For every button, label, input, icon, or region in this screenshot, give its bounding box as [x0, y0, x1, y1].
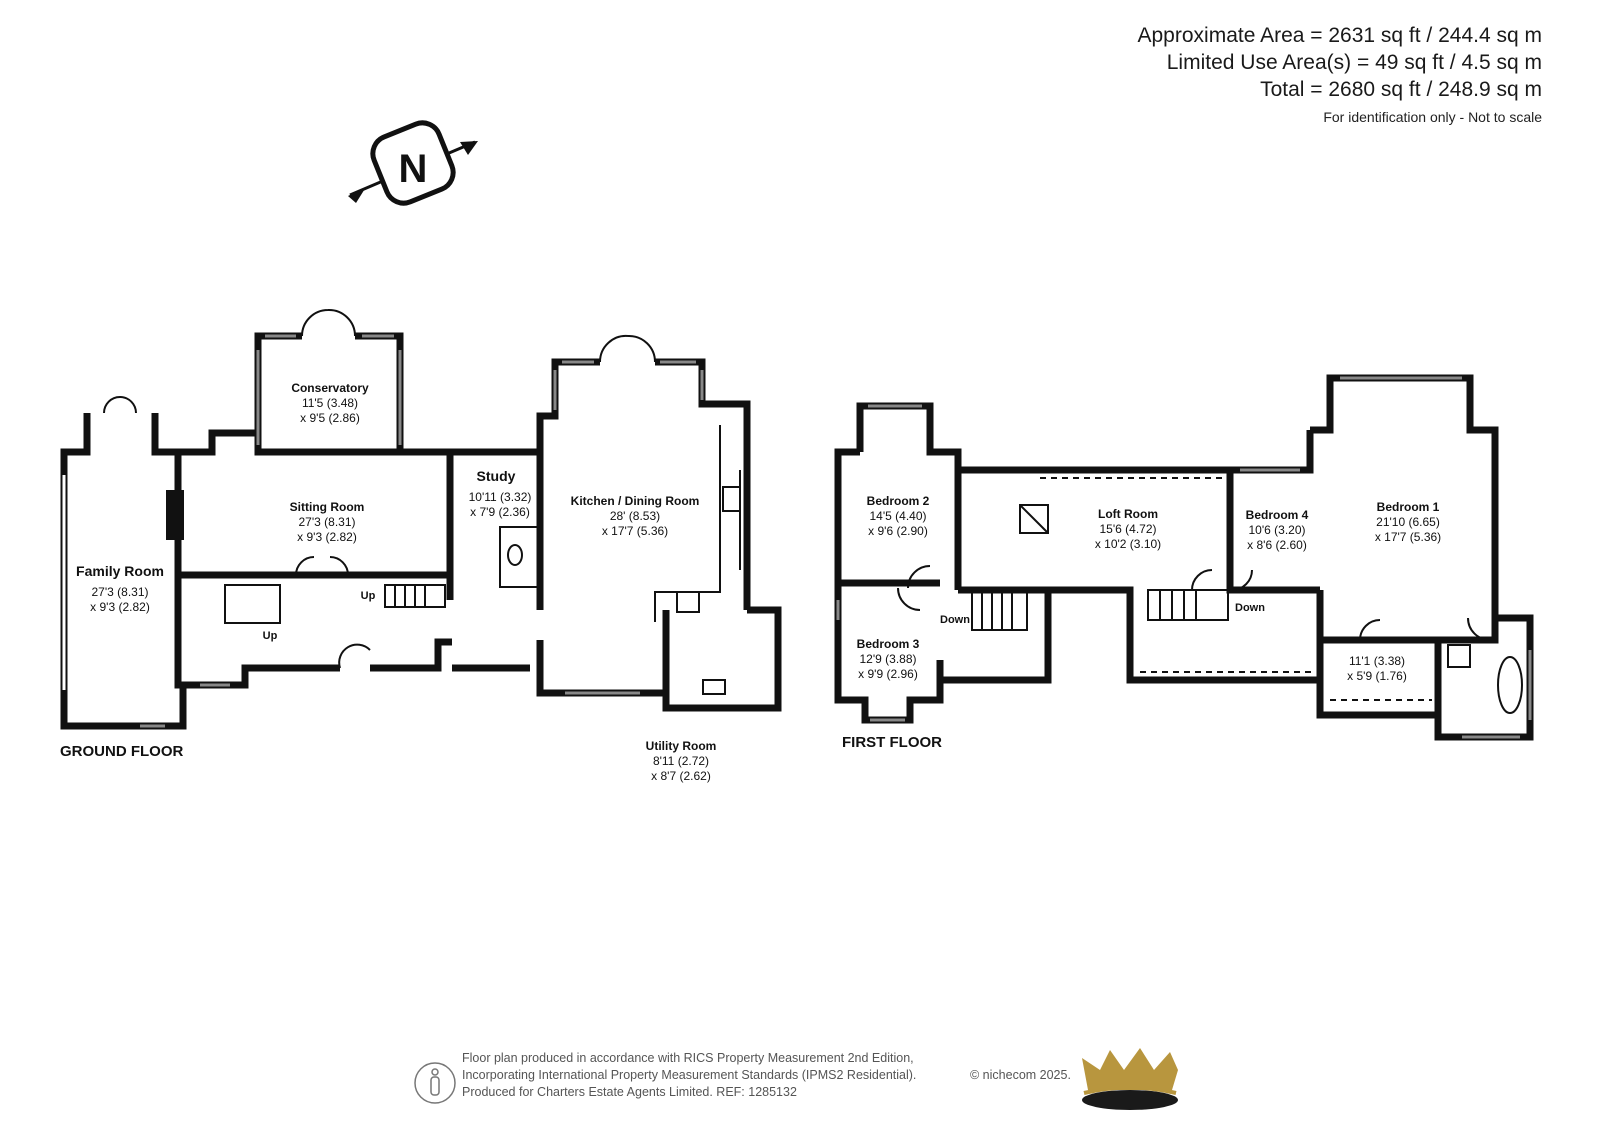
conservatory-dim2: x 9'5 (2.86): [300, 411, 360, 425]
stairs-up-label-2: Up: [361, 590, 376, 602]
bedroom-3-dim2: x 9'9 (2.96): [858, 667, 918, 681]
first-floor-walls: [834, 374, 1534, 741]
study-dim1: 10'11 (3.32): [469, 490, 532, 504]
first-floor-windows: [836, 376, 1532, 739]
copyright: © nichecom 2025.: [970, 1068, 1071, 1082]
area-summary: Approximate Area = 2631 sq ft / 244.4 sq…: [1138, 22, 1543, 125]
chimney-breast: [166, 490, 184, 540]
loft-room-dim1: 15'6 (4.72): [1100, 522, 1157, 536]
stairs-down-label-2: Down: [1235, 602, 1265, 614]
bedroom-2-dim2: x 9'6 (2.90): [868, 524, 928, 538]
bedroom-3-dim1: 12'9 (3.88): [860, 652, 917, 666]
utility-room-name: Utility Room: [646, 739, 717, 753]
footer-text: Floor plan produced in accordance with R…: [462, 1050, 916, 1101]
kitchen-dim2: x 17'7 (5.36): [602, 524, 668, 538]
dressing-dim2: x 5'9 (1.76): [1347, 669, 1407, 683]
study-dim2: x 7'9 (2.36): [470, 505, 530, 519]
footer-line-3: Produced for Charters Estate Agents Limi…: [462, 1085, 797, 1099]
bedroom-2-dim1: 14'5 (4.40): [870, 509, 927, 523]
compass-letter: N: [399, 147, 428, 191]
limited-use-area: Limited Use Area(s) = 49 sq ft / 4.5 sq …: [1166, 51, 1542, 74]
family-room-name: Family Room: [76, 563, 164, 579]
bedroom-1-name: Bedroom 1: [1377, 500, 1440, 514]
ground-windows: [140, 334, 704, 728]
utility-room-dim1: 8'11 (2.72): [653, 754, 709, 768]
footer-line-1: Floor plan produced in accordance with R…: [462, 1051, 914, 1065]
conservatory-name: Conservatory: [291, 381, 369, 395]
stairs-up-label-1: Up: [263, 630, 278, 642]
conservatory-dim1: 11'5 (3.48): [302, 396, 358, 410]
stairs-down-label-1: Down: [940, 614, 970, 626]
loft-room-name: Loft Room: [1098, 507, 1158, 521]
bedroom-2-name: Bedroom 2: [867, 494, 930, 508]
bedroom-3-name: Bedroom 3: [857, 637, 920, 651]
identification-note: For identification only - Not to scale: [1323, 109, 1542, 125]
person-info-icon: [414, 1062, 456, 1104]
sitting-room-dim2: x 9'3 (2.82): [297, 530, 357, 544]
crown-logo-icon: [1082, 1048, 1178, 1110]
footer-line-2: Incorporating International Property Mea…: [462, 1068, 917, 1082]
first-floor-label: FIRST FLOOR: [842, 734, 942, 751]
bedroom-1-dim2: x 17'7 (5.36): [1375, 530, 1441, 544]
bedroom-4-name: Bedroom 4: [1246, 508, 1309, 522]
utility-room-dim2: x 8'7 (2.62): [651, 769, 711, 783]
family-room-dim2: x 9'3 (2.82): [90, 600, 150, 614]
first-floor-labels: Bedroom 2 14'5 (4.40) x 9'6 (2.90) Bedro…: [842, 494, 1441, 751]
approximate-area: Approximate Area = 2631 sq ft / 244.4 sq…: [1137, 24, 1543, 47]
ground-floor-labels: Family Room 27'3 (8.31) x 9'3 (2.82) Con…: [60, 381, 716, 783]
sitting-room-name: Sitting Room: [290, 500, 365, 514]
ground-floor-details: [62, 308, 741, 695]
kitchen-dim1: 28' (8.53): [610, 509, 660, 523]
ground-floor-label: GROUND FLOOR: [60, 743, 183, 760]
kitchen-name: Kitchen / Dining Room: [571, 494, 700, 508]
bedroom-1-dim1: 21'10 (6.65): [1376, 515, 1440, 529]
family-room-dim1: 27'3 (8.31): [92, 585, 149, 599]
first-floor-details: [897, 477, 1523, 714]
bedroom-4-dim1: 10'6 (3.20): [1249, 523, 1306, 537]
bedroom-4-dim2: x 8'6 (2.60): [1247, 538, 1307, 552]
compass-north-icon: N: [348, 120, 478, 206]
dressing-dim1: 11'1 (3.38): [1349, 654, 1405, 668]
study-name: Study: [477, 468, 516, 484]
total-area: Total = 2680 sq ft / 248.9 sq m: [1260, 78, 1542, 101]
loft-room-dim2: x 10'2 (3.10): [1095, 537, 1161, 551]
sitting-room-dim1: 27'3 (8.31): [299, 515, 356, 529]
